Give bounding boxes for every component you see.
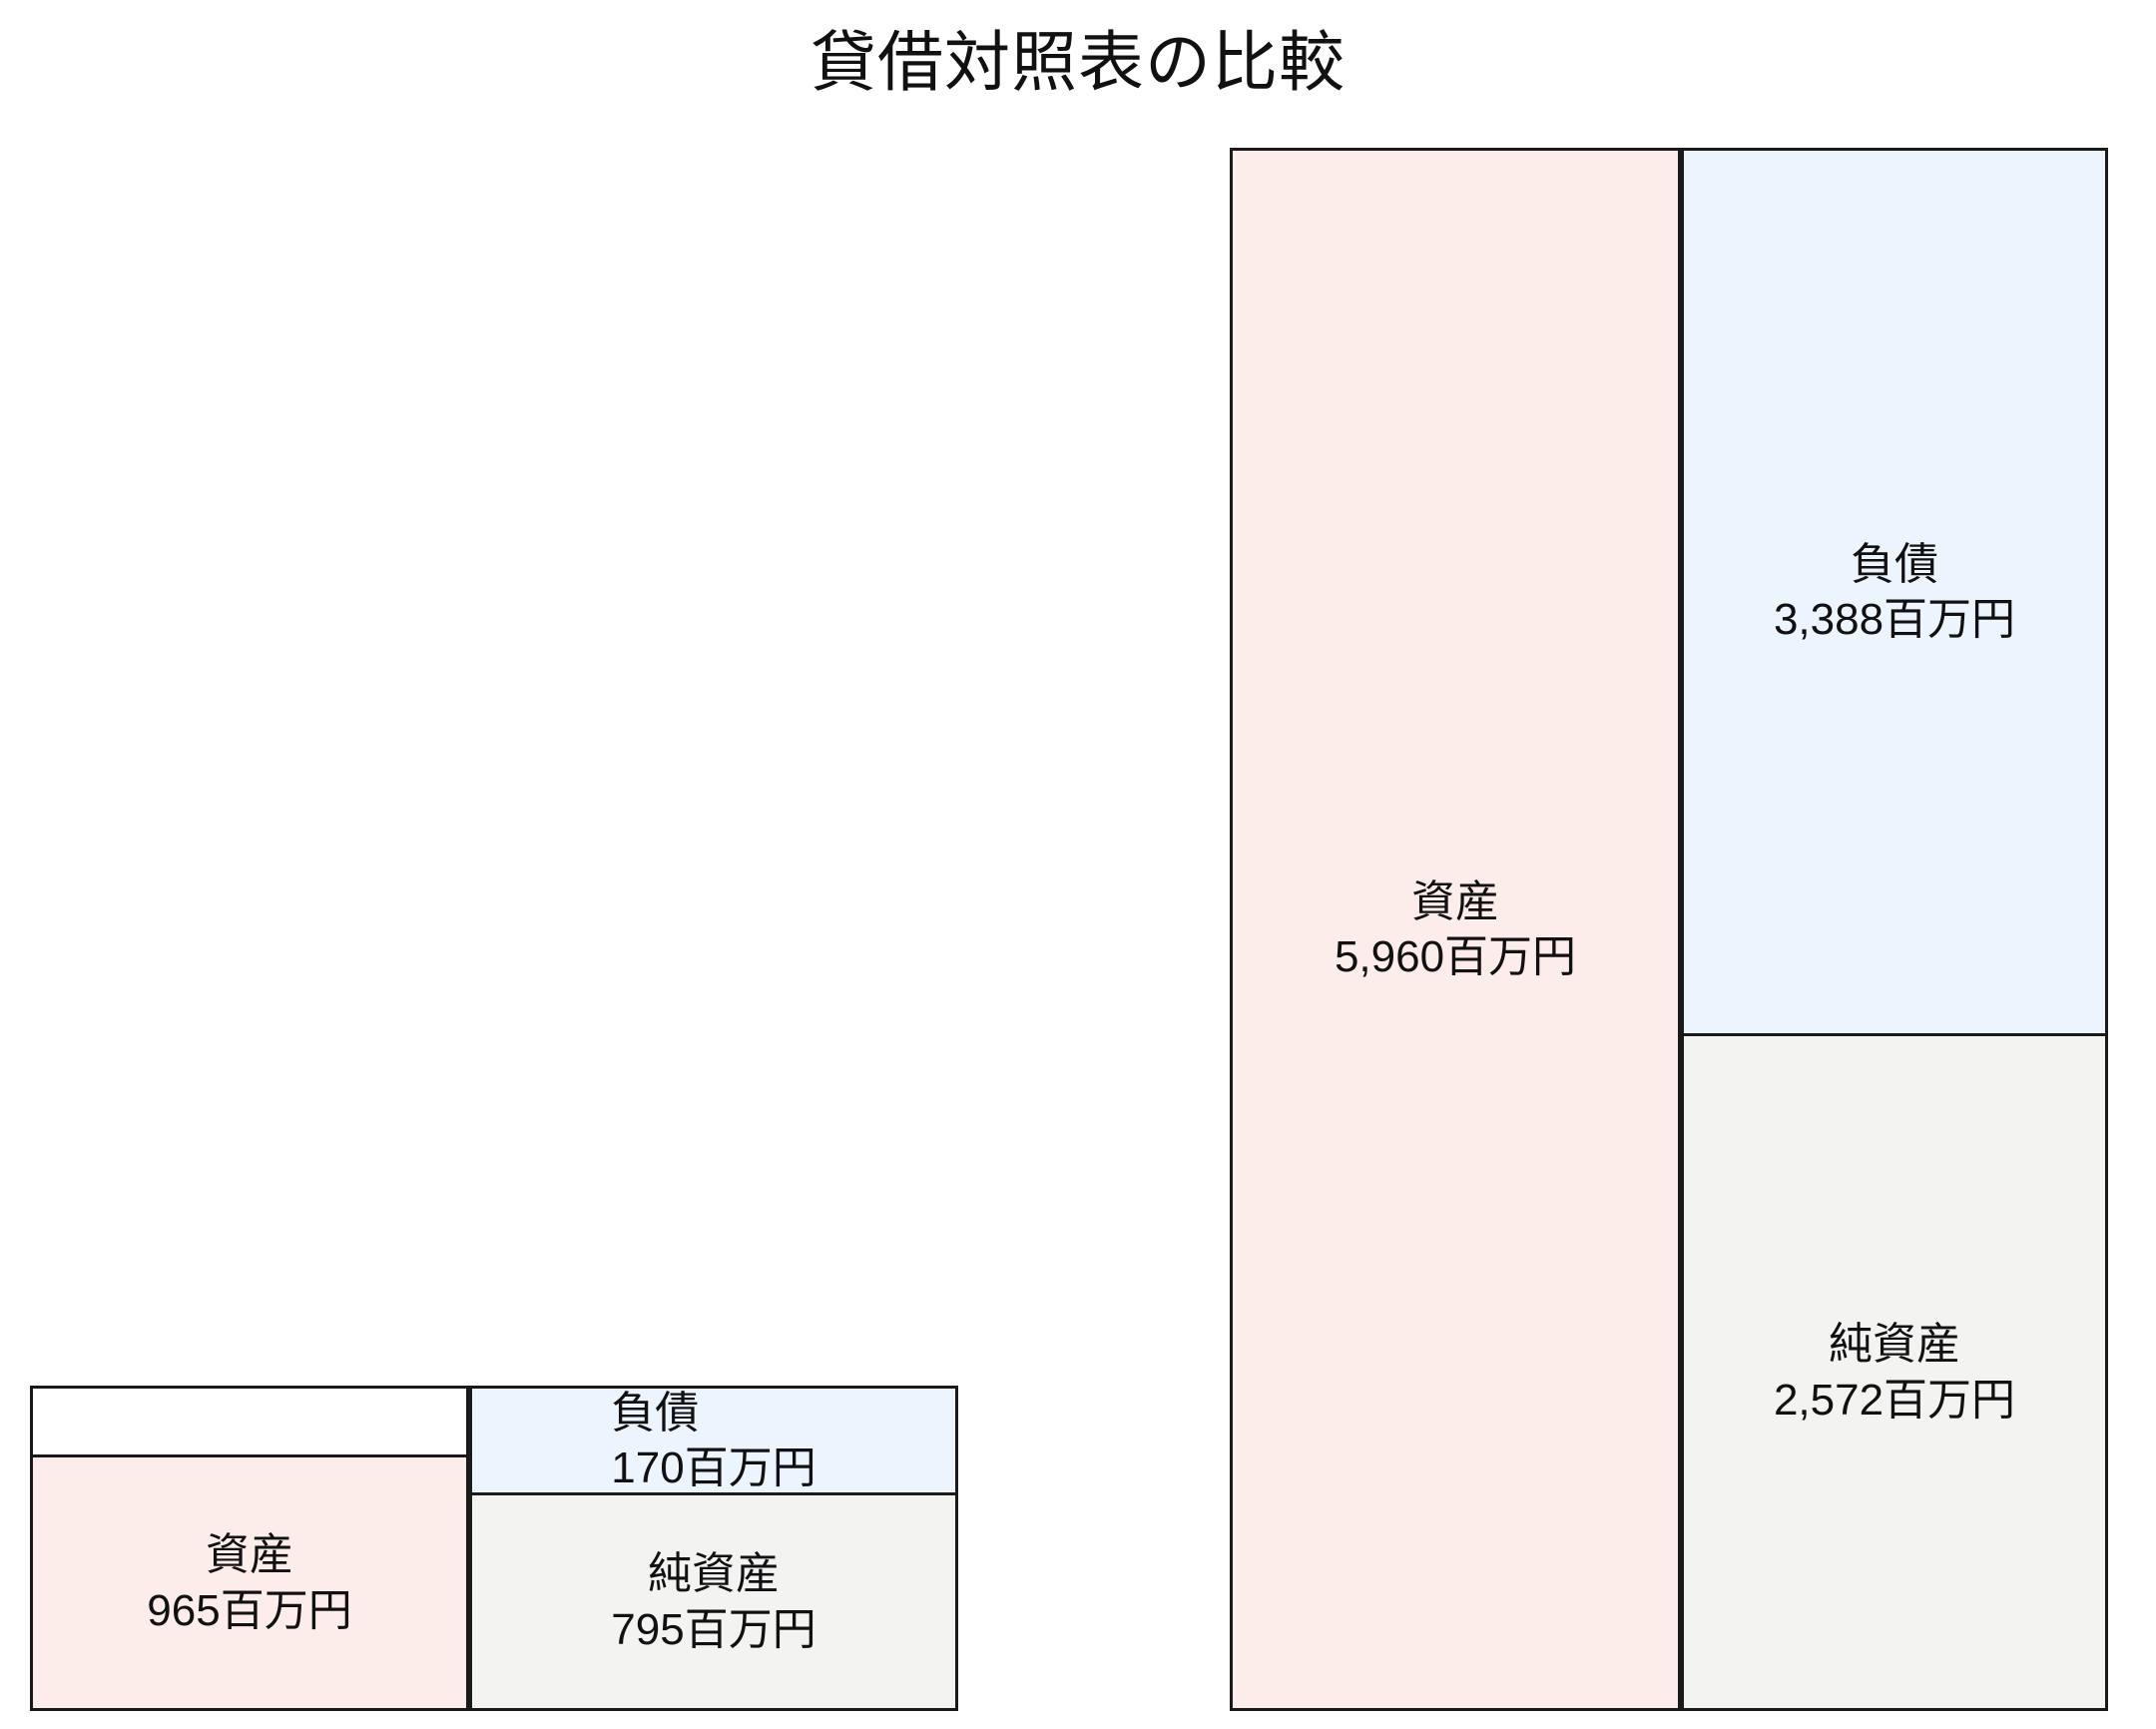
right-chart-net-assets-name: 純資産 (1828, 1320, 1960, 1370)
left-chart-asset-label: 資産 965百万円 (147, 1527, 351, 1638)
left-chart-net-assets-box[interactable]: 純資産 795百万円 (469, 1492, 958, 1711)
right-chart-asset-amount: 5,960百万円 (1334, 932, 1577, 981)
right-chart-liability-name: 負債 (1850, 539, 1938, 589)
left-chart-liability-box[interactable] (469, 1386, 958, 1495)
right-chart-asset-label: 資産 5,960百万円 (1335, 874, 1576, 985)
left-chart-asset-column: 資産 965百万円 (30, 1386, 469, 1711)
right-chart-asset-box[interactable]: 資産 5,960百万円 (1230, 148, 1681, 1711)
left-chart-asset-box[interactable]: 資産 965百万円 (30, 1454, 469, 1711)
left-chart-empty-segment (30, 1386, 469, 1457)
left-chart-net-assets-name: 純資産 (647, 1549, 780, 1599)
left-chart-asset-amount: 965百万円 (147, 1585, 352, 1635)
balance-sheet-right: 資産 5,960百万円 負債 3,388百万円 純資産 2,572百万円 (1230, 148, 2108, 1711)
left-chart-liability-column: 負債 170百万円 純資産 795百万円 (469, 1386, 958, 1711)
right-chart-liability-column: 負債 3,388百万円 純資産 2,572百万円 (1681, 148, 2108, 1711)
page-title: 貸借対照表の比較 (810, 25, 1346, 99)
right-chart-net-assets-box[interactable]: 純資産 2,572百万円 (1681, 1033, 2108, 1711)
left-chart-net-assets-label: 純資産 795百万円 (611, 1546, 815, 1657)
right-chart-liability-box[interactable]: 負債 3,388百万円 (1681, 148, 2108, 1036)
right-chart-asset-name: 資産 (1410, 876, 1499, 926)
right-chart-asset-column: 資産 5,960百万円 (1230, 148, 1681, 1711)
left-chart-asset-name: 資産 (205, 1530, 293, 1580)
right-chart-net-assets-label: 純資産 2,572百万円 (1774, 1317, 2015, 1428)
right-chart-net-assets-amount: 2,572百万円 (1773, 1375, 2016, 1425)
right-chart-liability-amount: 3,388百万円 (1773, 595, 2016, 644)
left-chart-net-assets-amount: 795百万円 (611, 1604, 816, 1654)
right-chart-liability-label: 負債 3,388百万円 (1774, 537, 2015, 648)
balance-sheet-left: 資産 965百万円 負債 170百万円 純資産 795百万円 (30, 1386, 958, 1711)
